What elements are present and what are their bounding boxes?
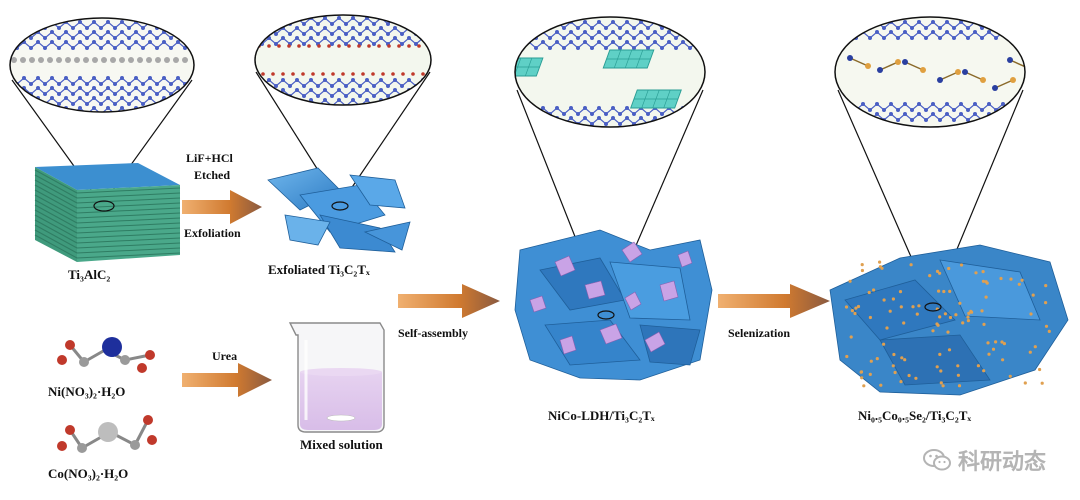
watermark-text: 科研动态 [958, 444, 1046, 476]
watermark: 科研动态 [922, 444, 1046, 476]
label-co-salt: Co(NO₃)₂·H₂O [48, 466, 128, 482]
label-selenide: Ni₀.₅Co₀.₅Se₂/Ti₃C₂Tₓ [858, 408, 971, 424]
label-mixed-solution: Mixed solution [300, 437, 383, 453]
label-ni-salt: Ni(NO₃)₂·H₂O [48, 384, 125, 400]
selenide-composite [830, 245, 1068, 395]
inset-selenide-lattice [833, 17, 1031, 127]
label-exfoliated-ti3c2tx: Exfoliated Ti₃C₂Tₓ [268, 262, 370, 278]
arrow-label-urea: Urea [212, 349, 237, 364]
arrow-selenization [718, 284, 830, 318]
nico-ldh-composite [515, 230, 712, 380]
co-nitrate-molecule [57, 415, 157, 453]
ni-nitrate-molecule [57, 337, 155, 373]
inset-ldh-lattice [492, 17, 706, 127]
label-nico-ldh: NiCo-LDH/Ti₃C₂Tₓ [548, 408, 655, 424]
arrow-self-assembly [398, 284, 500, 318]
wechat-icon [922, 447, 952, 473]
inset-ti3alc2-lattice [8, 18, 194, 116]
label-ti3alc2: Ti₃AlC₂ [68, 267, 110, 283]
inset-ti3c2-lattice [253, 15, 435, 108]
arrow-label-lif-hcl: LiF+HCl [186, 151, 233, 166]
ti3alc2-block [35, 163, 180, 262]
beaker-mixed-solution [290, 323, 384, 432]
arrow-label-etched: Etched [194, 168, 230, 183]
arrow-etching [182, 190, 262, 224]
arrow-label-exfoliation: Exfoliation [184, 226, 241, 241]
arrow-urea [182, 363, 272, 397]
exfoliated-sheets [268, 168, 410, 252]
arrow-label-self-assembly: Self-assembly [398, 326, 468, 341]
arrow-label-selenization: Selenization [728, 326, 790, 341]
